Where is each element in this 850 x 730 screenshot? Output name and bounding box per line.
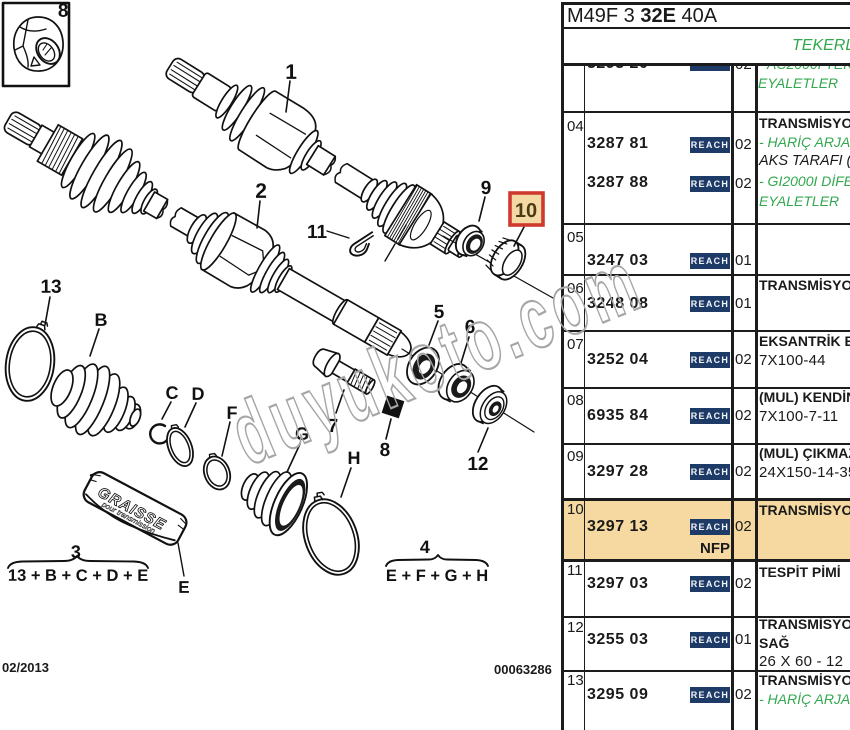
svg-text:D: D: [191, 384, 204, 404]
svg-text:E: E: [178, 578, 189, 597]
svg-text:2: 2: [255, 180, 267, 203]
svg-text:B: B: [95, 310, 108, 330]
svg-text:8: 8: [380, 440, 391, 461]
svg-text:13: 13: [40, 277, 61, 298]
svg-text:13 + B + C + D + E: 13 + B + C + D + E: [8, 567, 148, 585]
svg-text:11: 11: [307, 222, 328, 243]
svg-text:5: 5: [434, 302, 445, 323]
svg-text:10: 10: [515, 200, 537, 222]
svg-text:F: F: [226, 403, 237, 423]
svg-text:1: 1: [285, 61, 297, 84]
svg-text:C: C: [165, 383, 178, 403]
svg-text:E + F + G + H: E + F + G + H: [386, 567, 488, 585]
svg-text:9: 9: [481, 178, 492, 199]
svg-text:7: 7: [328, 416, 339, 437]
svg-text:6: 6: [465, 317, 476, 338]
svg-text:8: 8: [58, 1, 69, 22]
svg-text:12: 12: [467, 454, 488, 475]
svg-text:3: 3: [71, 542, 81, 562]
svg-text:H: H: [347, 448, 360, 468]
svg-text:G: G: [295, 424, 309, 444]
svg-text:4: 4: [420, 537, 430, 557]
